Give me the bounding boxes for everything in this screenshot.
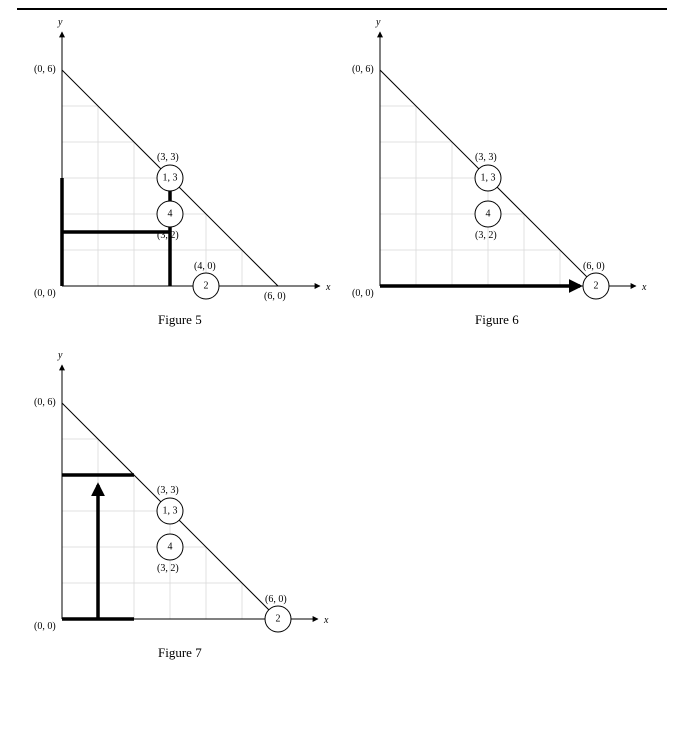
figure-7: 1, 3 4 2 y x (0, 0) (0, 6) (3, 3) (3, 2)… [34, 350, 362, 633]
label-origin: (0, 0) [34, 288, 56, 299]
node-4 [156, 533, 184, 561]
label-3-3: (3, 3) [475, 152, 497, 163]
node-1-3 [474, 164, 502, 192]
label-3-3: (3, 3) [157, 485, 179, 496]
x-axis-label: x [325, 282, 331, 293]
node-4 [156, 200, 184, 228]
label-y-intercept: (0, 6) [34, 397, 56, 408]
label-3-3: (3, 3) [157, 152, 179, 163]
node-1-3 [156, 497, 184, 525]
node-4-label: 4 [486, 209, 491, 220]
figure-5-caption: Figure 5 [158, 312, 202, 327]
node-2 [192, 272, 220, 300]
node-1-3-label: 1, 3 [481, 173, 496, 184]
node-2-label: 2 [276, 614, 281, 625]
node-4-label: 4 [168, 209, 173, 220]
y-axis-label: y [57, 350, 63, 361]
label-3-2: (3, 2) [157, 563, 179, 574]
label-6-0: (6, 0) [265, 594, 287, 605]
label-y-intercept: (0, 6) [34, 64, 56, 75]
label-y-intercept: (0, 6) [352, 64, 374, 75]
label-4-0: (4, 0) [194, 261, 216, 272]
top-rule [17, 8, 667, 10]
node-4-label: 4 [168, 542, 173, 553]
figure-5: 1, 3 4 2 y x (0, 0) (0, 6) (6, 0) (3, 3)… [34, 17, 362, 316]
node-2 [582, 272, 610, 300]
y-axis-label: y [375, 17, 381, 28]
label-origin: (0, 0) [352, 288, 374, 299]
node-1-3 [156, 164, 184, 192]
node-1-3-label: 1, 3 [163, 506, 178, 517]
node-2-label: 2 [204, 281, 209, 292]
label-3-2: (3, 2) [157, 230, 179, 241]
figure-7-caption: Figure 7 [158, 645, 202, 660]
node-2 [264, 605, 292, 633]
figure-6-caption: Figure 6 [475, 312, 519, 327]
label-3-2: (3, 2) [475, 230, 497, 241]
label-6-0: (6, 0) [583, 261, 605, 272]
x-axis-label: x [641, 282, 647, 293]
node-1-3-label: 1, 3 [163, 173, 178, 184]
label-x-intercept: (6, 0) [264, 291, 286, 302]
x-axis-label: x [323, 615, 329, 626]
node-4 [474, 200, 502, 228]
figure-6: 1, 3 4 2 y x (0, 0) (0, 6) (3, 3) (3, 2)… [352, 17, 680, 300]
label-origin: (0, 0) [34, 621, 56, 632]
y-axis-label: y [57, 17, 63, 28]
node-2-label: 2 [594, 281, 599, 292]
